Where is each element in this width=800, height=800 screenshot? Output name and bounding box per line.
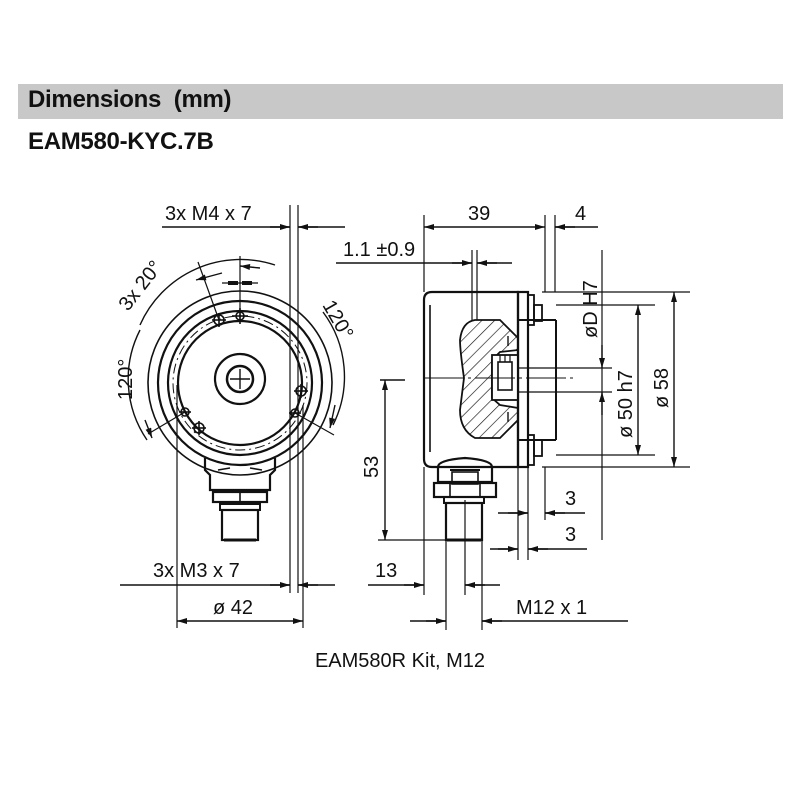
label-screws-bottom: 3x M3 x 7: [153, 560, 240, 582]
shaft: [225, 364, 255, 394]
front-view-dimensions: [120, 224, 345, 624]
label-angle-20: 3x 20°: [115, 257, 167, 315]
housing-body: [422, 290, 520, 469]
angle-20-arc: [139, 258, 276, 326]
label-step-b: 3: [565, 524, 576, 546]
label-bore: øD H7: [580, 280, 602, 338]
side-view: [378, 215, 690, 630]
model-title: EAM580-KYC.7B: [28, 128, 214, 155]
drawing-caption: EAM580R Kit, M12: [314, 650, 486, 672]
section-hatch: [459, 319, 519, 439]
label-offset-13: 13: [375, 560, 397, 582]
label-step-a: 3: [565, 488, 576, 510]
label-diameter-58: ø 58: [651, 368, 673, 408]
label-diameter-42: ø 42: [213, 597, 253, 619]
label-length-39: 39: [468, 203, 490, 225]
connector-housing: [203, 458, 277, 492]
label-angle-120-left: 120°: [115, 359, 137, 400]
front-view-labels: 3x M4 x 7 3x 20° 120° 120° 3x M3 x 7 ø 4…: [115, 203, 358, 619]
flange: [516, 290, 530, 469]
side-connector-housing: [436, 456, 494, 484]
hub: [213, 352, 267, 406]
angle-120-right-arc: [322, 311, 346, 426]
label-flange-4: 4: [575, 203, 586, 225]
side-connector-nut: [432, 481, 498, 499]
label-gap: 1.1 ±0.9: [343, 239, 415, 261]
front-view: [127, 205, 346, 628]
side-view-dimensions: [336, 224, 677, 624]
bolt-holes: [179, 308, 308, 435]
label-thread-m12: M12 x 1: [516, 597, 587, 619]
side-connector-pin: [444, 501, 484, 542]
label-angle-120-right: 120°: [318, 297, 358, 344]
side-view-labels: 39 4 1.1 ±0.9 øD H7 ø 50 h7 ø 58 53 3 3 …: [343, 203, 673, 619]
label-spigot-50: ø 50 h7: [615, 370, 637, 438]
label-height-53: 53: [361, 456, 383, 478]
section-title: Dimensions (mm): [28, 86, 232, 113]
connector-pin: [220, 508, 260, 542]
section-header-bar: [18, 84, 783, 119]
label-screws-top: 3x M4 x 7: [165, 203, 252, 225]
angle-120-left-arc: [127, 329, 148, 441]
